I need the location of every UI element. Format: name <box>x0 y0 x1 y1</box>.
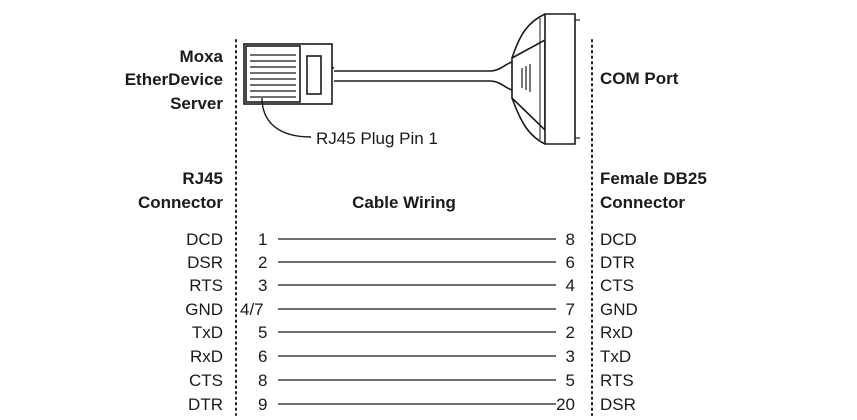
device-label-line1: Moxa <box>179 47 223 66</box>
com-port-label: COM Port <box>600 69 679 88</box>
left-pin: 9 <box>258 395 268 414</box>
right-signal: DTR <box>600 253 635 272</box>
left-pin: 4/7 <box>240 300 264 319</box>
left-pin: 2 <box>258 253 268 272</box>
db25-connector-icon <box>511 13 580 145</box>
left-signal: TxD <box>191 323 223 342</box>
right-pin: 2 <box>565 323 575 342</box>
left-pin: 1 <box>258 230 268 249</box>
right-pin: 3 <box>565 347 575 366</box>
left-signal: DTR <box>188 395 223 414</box>
rj45-header-line1: RJ45 <box>182 169 223 188</box>
cable-wiring-header: Cable Wiring <box>352 193 456 212</box>
left-pin: 5 <box>258 323 268 342</box>
pin1-callout-leader <box>261 97 312 138</box>
right-pin: 4 <box>565 276 575 295</box>
left-signal: GND <box>185 300 223 319</box>
db25-header-line2: Connector <box>600 193 685 212</box>
rj45-header-line2: Connector <box>138 193 223 212</box>
device-label-line3: Server <box>170 94 223 113</box>
db25-header-line1: Female DB25 <box>600 169 707 188</box>
right-pin: 6 <box>565 253 575 272</box>
right-pin: 7 <box>565 300 575 319</box>
left-signal: DSR <box>187 253 223 272</box>
right-signal: DSR <box>600 395 636 414</box>
right-signal: DCD <box>600 230 637 249</box>
cable-icon <box>334 61 513 91</box>
right-signal: GND <box>600 300 638 319</box>
right-pin: 5 <box>565 371 575 390</box>
left-pin: 8 <box>258 371 268 390</box>
rj45-plug-icon <box>243 43 334 105</box>
left-signal: CTS <box>189 371 223 390</box>
left-pin: 3 <box>258 276 268 295</box>
left-signal: DCD <box>186 230 223 249</box>
plug-pin-callout: RJ45 Plug Pin 1 <box>316 129 438 148</box>
wire-lines <box>278 238 556 405</box>
left-signal: RxD <box>189 347 223 366</box>
right-pin: 20 <box>556 395 575 414</box>
left-pin: 6 <box>258 347 268 366</box>
left-signal: RTS <box>189 276 223 295</box>
right-pin: 8 <box>565 230 575 249</box>
right-signal: RTS <box>600 371 634 390</box>
right-signal: CTS <box>600 276 634 295</box>
device-label-line2: EtherDevice <box>124 70 223 89</box>
right-signal: TxD <box>600 347 632 366</box>
right-signal: RxD <box>600 323 634 342</box>
